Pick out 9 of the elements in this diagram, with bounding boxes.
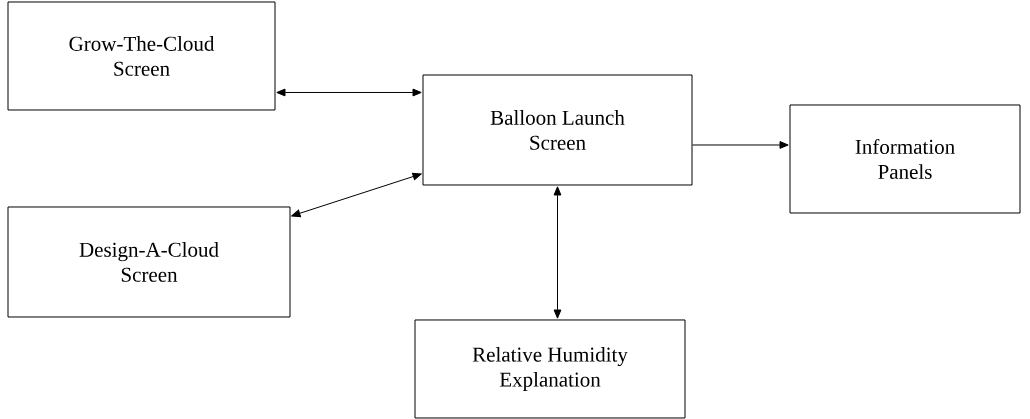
screen-box: Information Panels [789, 104, 1021, 214]
arrow [553, 186, 562, 319]
screen-box: Design-A-Cloud Screen [7, 206, 291, 318]
screen-box: Relative Humidity Explanation [414, 319, 686, 419]
arrow [291, 172, 422, 218]
screen-box: Balloon Launch Screen [422, 74, 693, 186]
screen-box: Grow-The-Cloud Screen [7, 1, 276, 111]
arrow [276, 88, 422, 97]
arrow [692, 141, 789, 149]
